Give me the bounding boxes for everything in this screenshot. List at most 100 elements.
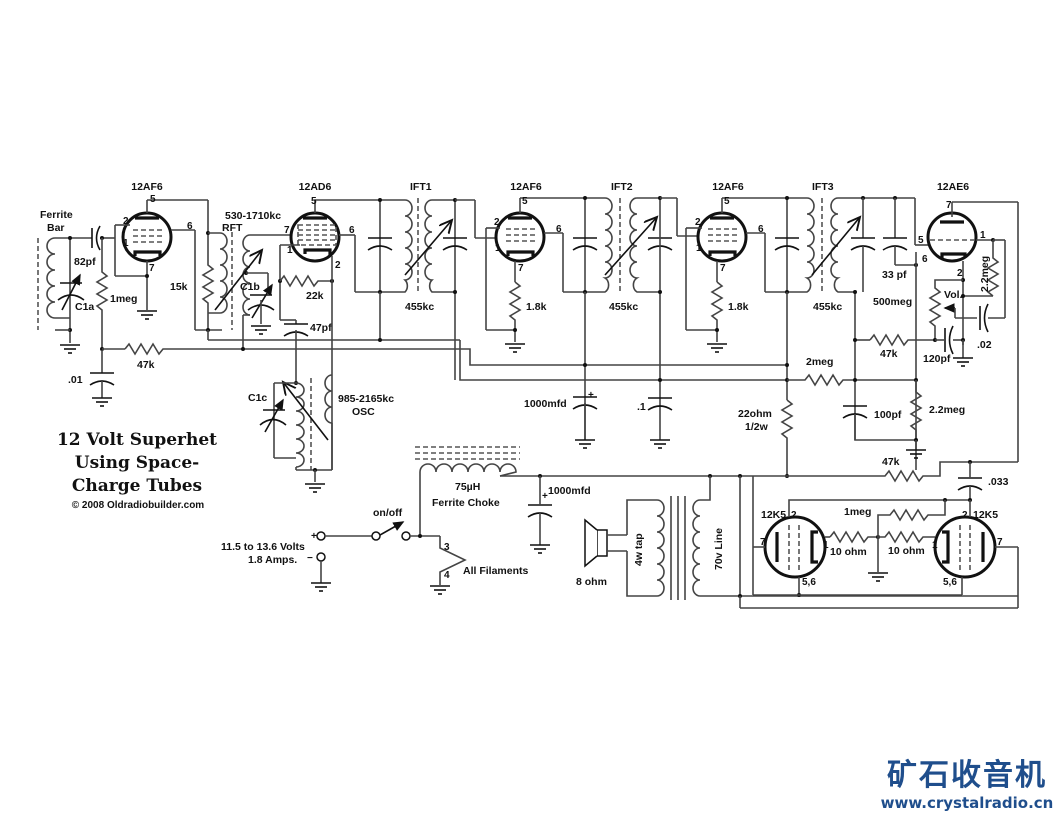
label-0-1: .1 xyxy=(637,401,646,413)
ground-symbol-2-2meg xyxy=(906,449,926,459)
label-2-2meg-a: 2.2meg xyxy=(979,256,991,292)
capacitor-02 xyxy=(979,303,989,333)
tube-label-converter: 12AD6 xyxy=(299,181,332,193)
label-47k-feedback: 47k xyxy=(882,456,900,468)
ferrite-antenna-coil xyxy=(37,237,70,330)
resistor-22ohm xyxy=(780,399,794,476)
tube-label-output-right: 12K5 xyxy=(973,509,998,521)
tube-label-if2: 12AF6 xyxy=(712,181,744,193)
label-on-off: on/off xyxy=(373,507,403,519)
c1c-variable-capacitor xyxy=(259,398,287,433)
supply-minus-terminal[interactable] xyxy=(316,552,326,562)
transformer-ift1 xyxy=(367,198,468,380)
pin-label: 1 xyxy=(932,540,938,551)
label-c1c: C1c xyxy=(248,392,267,404)
pin-label: 6 xyxy=(187,221,193,232)
pin-label: 5 xyxy=(150,194,156,205)
label-supply-volts: 11.5 to 13.6 Volts xyxy=(221,541,305,553)
ground-symbol-rf xyxy=(137,310,157,320)
label-choke-value: 75µH xyxy=(455,481,480,493)
ground-symbol-det xyxy=(953,357,973,367)
ground-symbol-osc xyxy=(305,483,325,493)
tube-if2-12af6[interactable] xyxy=(696,211,748,263)
pin-label: 1 xyxy=(495,243,501,254)
ground-symbol-output xyxy=(868,572,888,582)
pin-label: 2 xyxy=(494,217,500,228)
resistor-15k xyxy=(201,233,215,330)
tube-detector-12ae6[interactable] xyxy=(926,211,978,263)
label-ift1: IFT1 xyxy=(410,181,432,193)
polarity-plus: + xyxy=(542,491,548,502)
resistor-2-2meg-a xyxy=(986,240,1000,297)
label-plus: + xyxy=(311,531,317,542)
pin-label: 7 xyxy=(946,200,952,211)
label-vol: Vol. xyxy=(944,289,963,301)
resistor-47k-feedback xyxy=(740,461,1018,483)
pin-label: 6 xyxy=(556,224,562,235)
pin-label: 2 xyxy=(695,217,701,228)
capacitor-82pf xyxy=(91,225,101,251)
pin-label: 1 xyxy=(980,230,986,241)
label-120pf: 120pf xyxy=(923,353,951,365)
pin-label: 2 xyxy=(335,260,341,271)
pin-label: 5 xyxy=(918,235,924,246)
ground-symbol-if2 xyxy=(707,343,727,353)
tube-output-left-12k5[interactable] xyxy=(763,515,827,579)
label-ift3: IFT3 xyxy=(812,181,834,193)
copyright: © 2008 Oldradiobuilder.com xyxy=(72,500,205,511)
pin-label: 2 xyxy=(957,268,963,279)
ground-symbol-if1 xyxy=(505,343,525,353)
supply-plus-terminal[interactable] xyxy=(316,531,326,541)
tube-label-rf: 12AF6 xyxy=(131,181,163,193)
label-rft: RFT xyxy=(222,222,243,234)
label-47k-det: 47k xyxy=(880,348,898,360)
label-2-2meg-b: 2.2meg xyxy=(929,404,965,416)
label-ferrite-bar: Bar xyxy=(47,222,65,234)
label-033: .033 xyxy=(988,476,1009,488)
resistor-47k-det xyxy=(869,333,935,347)
label-choke-name: Ferrite Choke xyxy=(432,497,500,509)
label-47k-agc: 47k xyxy=(137,359,155,371)
label-10ohm-b: 10 ohm xyxy=(888,545,925,557)
resistor-1meg-out xyxy=(877,500,946,537)
label-500meg: 500meg xyxy=(873,296,912,308)
label-01: .01 xyxy=(68,374,83,386)
label-minus: − xyxy=(307,553,313,564)
ground-symbol-0-1 xyxy=(650,439,670,449)
tube-rf-12af6[interactable] xyxy=(121,211,173,263)
ground-symbol-filament xyxy=(430,585,450,595)
label-ift2-freq: 455kc xyxy=(609,301,638,313)
pin-label: 6 xyxy=(349,225,355,236)
ground-symbol-1000mfd-b xyxy=(530,544,550,554)
label-82pf: 82pf xyxy=(74,256,96,268)
tube-if1-12af6[interactable] xyxy=(494,211,546,263)
rf-transformer-rft xyxy=(208,232,262,330)
pin-label: 5,6 xyxy=(802,577,816,588)
label-2meg: 2meg xyxy=(806,356,833,368)
resistor-10ohm-b xyxy=(878,530,935,544)
label-supply-amps: 1.8 Amps. xyxy=(248,554,297,566)
label-speaker: 8 ohm xyxy=(576,576,607,588)
volume-potentiometer[interactable] xyxy=(928,279,963,340)
title-line-1: 12 Volt Superhet xyxy=(57,430,217,450)
pin-label: 2 xyxy=(791,510,797,521)
ground-symbol-ant xyxy=(60,344,80,354)
resistor-22k xyxy=(279,274,332,288)
on-off-switch[interactable] xyxy=(371,521,411,541)
output-transformer xyxy=(626,476,740,600)
label-c1b: C1b xyxy=(240,281,260,293)
label-70v-line: 70v Line xyxy=(713,528,725,570)
pin-label: 7 xyxy=(284,225,290,236)
tube-converter-12ad6[interactable] xyxy=(289,211,341,263)
tube-output-right-12k5[interactable] xyxy=(933,515,997,579)
ground-symbol-c1b xyxy=(251,325,271,335)
label-1-8k-a: 1.8k xyxy=(526,301,547,313)
resistor-2-2meg-b xyxy=(909,380,923,440)
resistor-1-8k-a xyxy=(508,281,522,342)
label-filaments: All Filaments xyxy=(463,565,529,577)
watermark-url: www.crystalradio.cn xyxy=(881,794,1054,812)
pin-label: 1 xyxy=(823,540,829,551)
label-02: .02 xyxy=(977,339,992,351)
label-osc: OSC xyxy=(352,406,375,418)
label-ferrite-bar: Ferrite xyxy=(40,209,73,221)
